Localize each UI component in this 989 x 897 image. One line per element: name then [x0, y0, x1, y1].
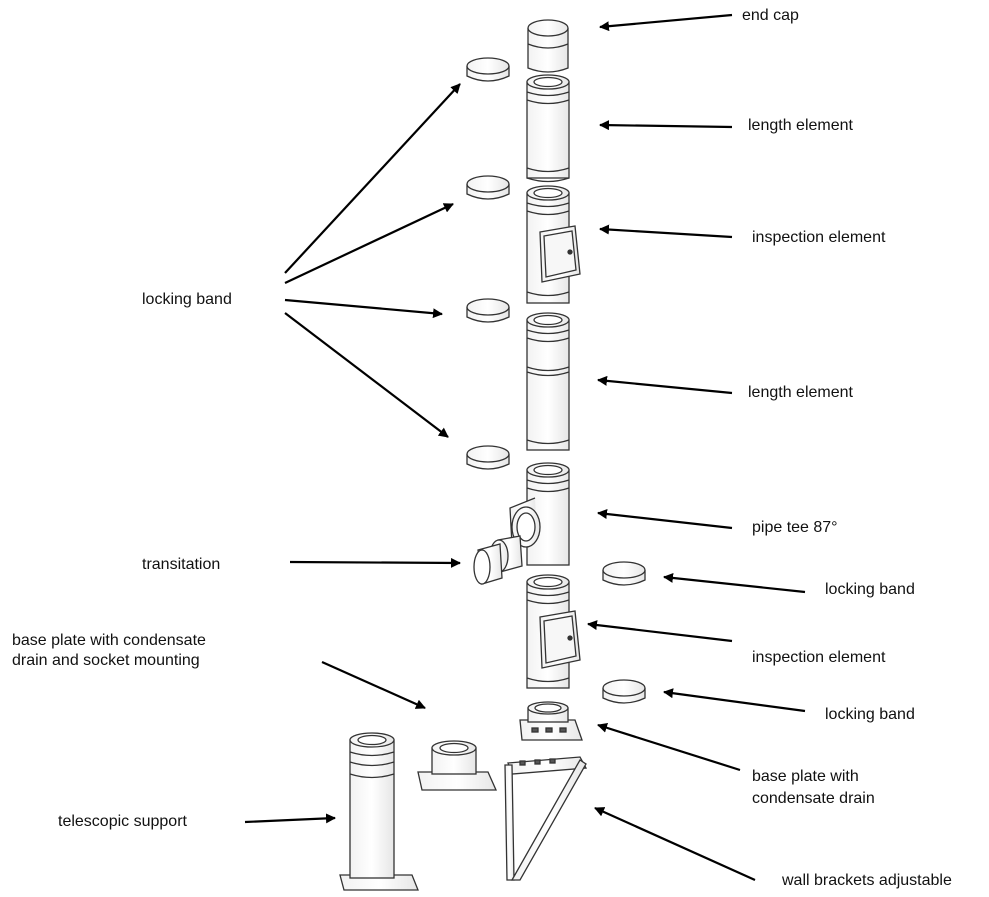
label-base-plate-drain-line1: base plate with [752, 768, 859, 785]
arrow-locking-1 [284, 83, 461, 274]
end-cap-part [527, 19, 569, 73]
pipe-tee-part [509, 462, 570, 566]
base-plate-drain-part [519, 701, 583, 741]
label-locking-band-right-top: locking band [825, 581, 915, 598]
label-base-plate-drain-line2: condensate drain [752, 790, 875, 807]
locking-band-1 [466, 57, 510, 82]
length-element-top-part [526, 74, 570, 183]
locking-band-6 [602, 679, 646, 704]
telescopic-support-part [339, 732, 419, 891]
base-plate-socket-part [417, 740, 498, 791]
label-inspection-element-bottom: inspection element [752, 649, 886, 666]
label-locking-band-right-bottom: locking band [825, 706, 915, 723]
arrow-pipe-tee [597, 509, 733, 530]
arrow-transitation [289, 557, 461, 568]
inspection-element-top-part [526, 185, 581, 304]
label-telescopic-support: telescopic support [58, 813, 187, 830]
arrow-base-plate-drain [597, 722, 741, 772]
label-transitation: transitation [142, 556, 221, 573]
label-end-cap: end cap [742, 7, 799, 24]
label-length-element-mid: length element [748, 384, 853, 401]
arrow-locking-4 [284, 312, 449, 438]
transitation-part [473, 535, 523, 585]
inspection-element-bottom-part [526, 574, 581, 689]
length-element-mid-part [526, 312, 570, 451]
label-locking-band-left: locking band [142, 291, 232, 308]
arrow-inspection-top [599, 224, 733, 239]
arrow-locking-5 [663, 572, 806, 594]
label-base-plate-socket-line1: base plate with condensate [12, 632, 206, 649]
label-length-element-top: length element [748, 117, 853, 134]
arrow-locking-2 [284, 203, 454, 284]
locking-band-3 [466, 298, 510, 323]
arrow-locking-6 [663, 688, 806, 713]
label-pipe-tee: pipe tee 87° [752, 519, 838, 536]
arrow-inspection-bottom [587, 620, 733, 643]
locking-band-5 [602, 561, 646, 586]
arrow-base-plate-socket [321, 660, 426, 710]
wall-brackets-part [504, 756, 588, 881]
locking-band-2 [466, 175, 510, 200]
arrow-length-top [599, 120, 733, 131]
label-wall-brackets: wall brackets adjustable [782, 872, 952, 889]
label-inspection-element-top: inspection element [752, 229, 886, 246]
label-base-plate-socket-line2: drain and socket mounting [12, 652, 200, 669]
arrow-length-mid [597, 375, 733, 395]
arrow-telescopic [244, 813, 336, 824]
arrow-wall-brackets [594, 806, 756, 882]
arrow-locking-3 [284, 298, 443, 319]
locking-band-4 [466, 445, 510, 470]
arrow-end-cap [599, 13, 733, 32]
